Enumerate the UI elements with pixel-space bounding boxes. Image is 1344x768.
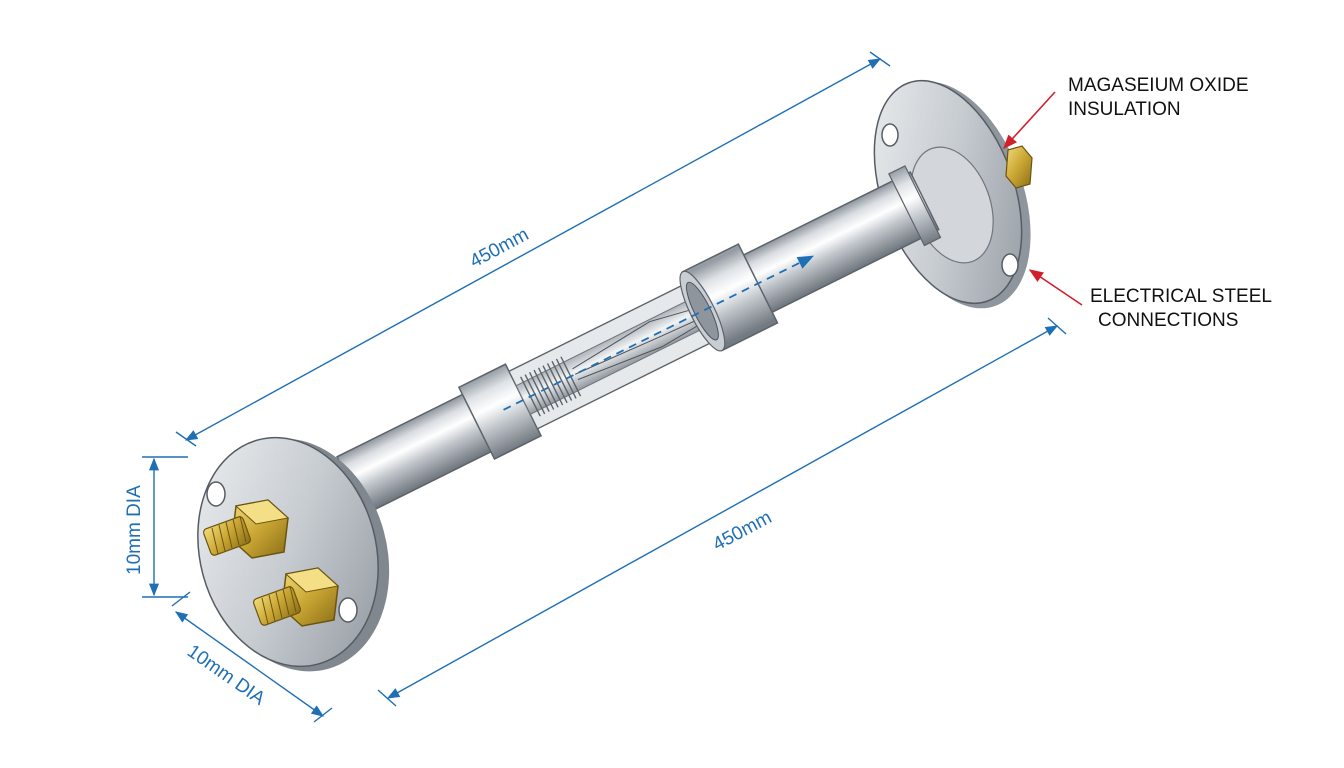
- dimension-diagonal: [171, 591, 333, 723]
- callout-insulation-line2: INSULATION: [1068, 99, 1181, 120]
- callout-connections-line1: ELECTRICAL STEEL: [1090, 286, 1272, 307]
- terminal-upper: [203, 499, 290, 559]
- bolt-hole: [206, 481, 226, 507]
- dimension-top-label: 450mm: [466, 224, 532, 272]
- threaded-stud: [203, 515, 251, 556]
- callout-connections-arrow: [1028, 269, 1083, 306]
- right-terminal-nut: [1005, 145, 1033, 189]
- dimension-vertical: [142, 456, 188, 598]
- callout-connections-line2: CONNECTIONS: [1098, 310, 1238, 331]
- heater-tube: [336, 165, 942, 516]
- callout-insulation-arrow: [1003, 91, 1056, 150]
- callout-insulation-line1: MAGASEIUM OXIDE: [1068, 75, 1249, 96]
- right-flange: [873, 79, 1031, 309]
- dimension-bottom: [377, 317, 1067, 707]
- bolt-hole: [338, 597, 358, 623]
- bolt-hole: [1001, 253, 1019, 277]
- dimension-vertical-label: 10mm DIA: [124, 485, 145, 575]
- dimension-top: [175, 51, 891, 447]
- bolt-hole: [881, 123, 899, 147]
